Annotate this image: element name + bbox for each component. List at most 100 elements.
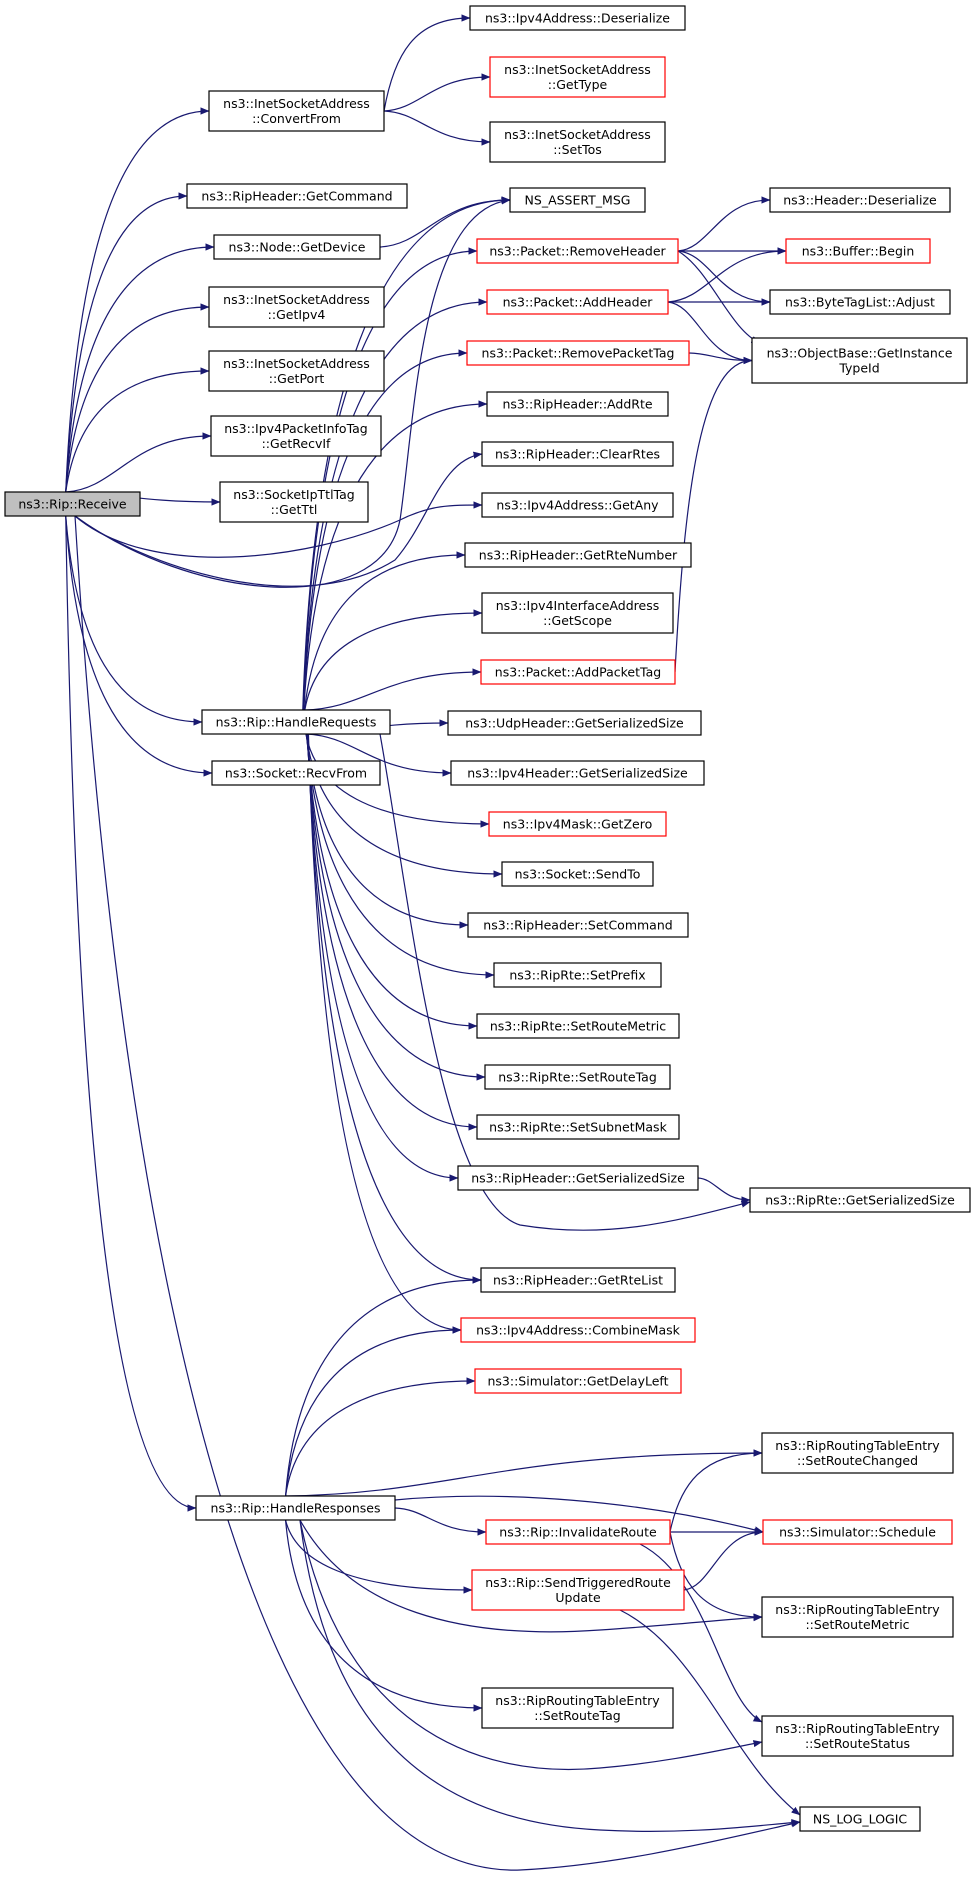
node-box [480, 1267, 676, 1293]
node-setprefix[interactable]: ns3::RipRte::SetPrefix [493, 962, 662, 988]
node-schedule[interactable]: ns3::Simulator::Schedule [762, 1519, 953, 1545]
node-handleresponses[interactable]: ns3::Rip::HandleResponses [195, 1495, 396, 1521]
edge-handlerequests-to-rte_setroutetag [306, 733, 486, 1081]
node-box [469, 5, 686, 31]
node-label: ns3::ByteTagList::Adjust [785, 295, 935, 310]
node-removeheader[interactable]: ns3::Packet::RemoveHeader [476, 238, 679, 264]
node-getttl[interactable]: ns3::SocketIpTtlTag::GetTtl [219, 481, 369, 523]
node-label: ns3::InetSocketAddress [223, 356, 370, 371]
node-label: ::GetTtl [271, 502, 318, 517]
node-box [751, 337, 968, 384]
edge-addheader-to-getinstancetypeid [667, 301, 753, 365]
node-removepackettag[interactable]: ns3::Packet::RemovePacketTag [466, 340, 690, 366]
node-getport[interactable]: ns3::InetSocketAddress::GetPort [208, 350, 385, 392]
node-label: ns3::Ipv4Header::GetSerializedSize [467, 766, 688, 781]
node-setroutechanged[interactable]: ns3::RipRoutingTableEntry::SetRouteChang… [761, 1432, 954, 1474]
node-label: ns3::Rip::SendTriggeredRoute [485, 1575, 671, 1590]
node-label: ::GetType [548, 77, 608, 92]
node-label: NS_LOG_LOGIC [813, 1812, 908, 1827]
edge-receive-to-clearrtes [74, 451, 483, 587]
node-box [481, 592, 674, 634]
node-adjust[interactable]: ns3::ByteTagList::Adjust [769, 289, 951, 315]
node-box [466, 340, 690, 366]
edge-receive-to-getipv4 [65, 303, 210, 493]
node-invalidateroute[interactable]: ns3::Rip::InvalidateRoute [485, 1519, 671, 1545]
node-label: NS_ASSERT_MSG [525, 193, 631, 208]
edge-removeheader-to-adjust [677, 250, 771, 306]
node-label: ns3::Packet::RemoveHeader [489, 244, 666, 259]
node-udpsize[interactable]: ns3::UdpHeader::GetSerializedSize [447, 710, 702, 736]
node-label: ns3::RipHeader::SetCommand [483, 918, 672, 933]
node-box [489, 121, 666, 163]
node-getcommand[interactable]: ns3::RipHeader::GetCommand [186, 183, 408, 209]
node-box [484, 1064, 671, 1090]
node-getipv4[interactable]: ns3::InetSocketAddress::GetIpv4 [208, 286, 385, 328]
node-box [749, 1187, 971, 1213]
node-ipv4hsize[interactable]: ns3::Ipv4Header::GetSerializedSize [450, 760, 705, 786]
node-label: ns3::SocketIpTtlTag [233, 487, 354, 502]
edge-convertfrom-to-ipv4deser [383, 14, 471, 112]
node-label: ns3::InetSocketAddress [504, 62, 651, 77]
node-label: ::ConvertFrom [252, 111, 341, 126]
node-bufferbegin[interactable]: ns3::Buffer::Begin [785, 238, 931, 264]
edge-receive-to-getany [74, 501, 483, 558]
node-addheader[interactable]: ns3::Packet::AddHeader [486, 289, 669, 315]
node-box [471, 1569, 685, 1611]
node-getrtelist[interactable]: ns3::RipHeader::GetRteList [480, 1267, 676, 1293]
node-ns-assert[interactable]: NS_ASSERT_MSG [509, 187, 646, 213]
node-setsubnetmask[interactable]: ns3::RipRte::SetSubnetMask [476, 1114, 680, 1140]
node-box [485, 1519, 671, 1545]
node-isa-settos[interactable]: ns3::InetSocketAddress::SetTos [489, 121, 666, 163]
node-label: ns3::InetSocketAddress [504, 127, 651, 142]
node-box [219, 481, 369, 523]
edge-handlerequests-to-ipv4hsize [305, 733, 452, 777]
edge-handlerequests-to-removepackettag [302, 349, 468, 711]
node-nslog[interactable]: NS_LOG_LOGIC [799, 1806, 921, 1832]
node-setcommand[interactable]: ns3::RipHeader::SetCommand [467, 912, 689, 938]
node-getrtenumber[interactable]: ns3::RipHeader::GetRteNumber [464, 542, 692, 568]
node-isa-gettype[interactable]: ns3::InetSocketAddress::GetType [489, 56, 666, 98]
node-rte-setroutetag[interactable]: ns3::RipRte::SetRouteTag [484, 1064, 671, 1090]
node-addrte[interactable]: ns3::RipHeader::AddRte [486, 391, 669, 417]
node-box [762, 1519, 953, 1545]
node-sendto[interactable]: ns3::Socket::SendTo [501, 861, 654, 887]
node-rrte-setroutemetric[interactable]: ns3::RipRoutingTableEntry::SetRouteMetri… [761, 1596, 954, 1638]
node-getany[interactable]: ns3::Ipv4Address::GetAny [481, 492, 674, 518]
edge-invalidateroute-to-setroutechanged [669, 1449, 763, 1533]
node-addpackettag[interactable]: ns3::Packet::AddPacketTag [480, 659, 676, 685]
node-rte-getsersize[interactable]: ns3::RipRte::GetSerializedSize [749, 1187, 971, 1213]
node-getzero[interactable]: ns3::Ipv4Mask::GetZero [488, 811, 667, 837]
edge-invalidateroute-to-rrte_setroutestatus [639, 1543, 763, 1723]
edge-sendtriggered-to-schedule [683, 1528, 764, 1591]
node-getdelayleft[interactable]: ns3::Simulator::GetDelayLeft [474, 1368, 682, 1394]
node-label: ns3::RipHeader::ClearRtes [495, 447, 660, 462]
node-label: ::GetScope [543, 613, 612, 628]
node-clearrtes[interactable]: ns3::RipHeader::ClearRtes [481, 441, 674, 467]
node-convertfrom[interactable]: ns3::InetSocketAddress::ConvertFrom [208, 90, 385, 132]
node-box [476, 1114, 680, 1140]
node-getdevice[interactable]: ns3::Node::GetDevice [213, 234, 381, 260]
node-box [213, 234, 381, 260]
node-label: ::SetRouteStatus [805, 1736, 910, 1751]
edge-receive-to-handlerequests [65, 515, 203, 726]
node-box [450, 760, 705, 786]
node-getrecvif[interactable]: ns3::Ipv4PacketInfoTag::GetRecvIf [210, 415, 382, 457]
node-headerdeser[interactable]: ns3::Header::Deserialize [769, 187, 951, 213]
edge-removeheader-to-getinstancetypeid [677, 250, 761, 344]
edge-handleresponses-to-nslog [299, 1519, 801, 1832]
node-rrte-setroutestatus[interactable]: ns3::RipRoutingTableEntry::SetRouteStatu… [761, 1715, 954, 1757]
node-handlerequests[interactable]: ns3::Rip::HandleRequests [201, 709, 391, 735]
node-rte-setroutemetric[interactable]: ns3::RipRte::SetRouteMetric [476, 1013, 680, 1039]
node-box [799, 1806, 921, 1832]
node-rrte-setroutetag[interactable]: ns3::RipRoutingTableEntry::SetRouteTag [481, 1687, 674, 1729]
node-combinemask[interactable]: ns3::Ipv4Address::CombineMask [460, 1317, 696, 1343]
node-label: ns3::Ipv4InterfaceAddress [496, 598, 660, 613]
node-ipv4deser[interactable]: ns3::Ipv4Address::Deserialize [469, 5, 686, 31]
node-recvfrom[interactable]: ns3::Socket::RecvFrom [211, 760, 381, 786]
node-receive[interactable]: ns3::Rip::Receive [4, 491, 141, 517]
node-getscope[interactable]: ns3::Ipv4InterfaceAddress::GetScope [481, 592, 674, 634]
node-riphsize[interactable]: ns3::RipHeader::GetSerializedSize [457, 1165, 699, 1191]
